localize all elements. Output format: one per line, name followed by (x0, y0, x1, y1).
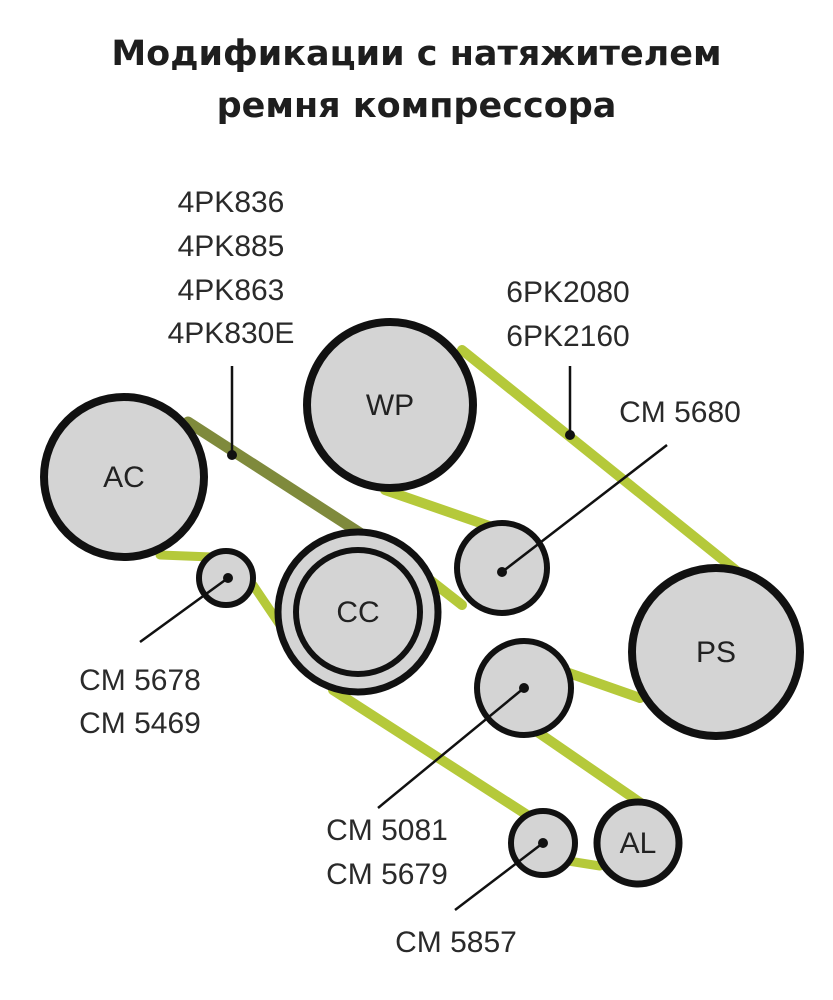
belt-label-4pk863: 4PK863 (178, 274, 285, 307)
pulley-cc-inner (293, 547, 423, 677)
label-cm5081: CM 5081 (326, 814, 448, 847)
leader-cm5678 (139, 576, 229, 644)
leaders (139, 366, 668, 911)
leader-cm5857-dot (538, 838, 548, 848)
pulley-label-al: AL (620, 827, 657, 860)
belt-labels-6pk: 6PK2080 6PK2160 (506, 276, 629, 353)
title-line-2: ремня компрессора (216, 86, 617, 126)
label-cm5857: CM 5857 (395, 926, 517, 959)
belt-6pk-idler-ps (561, 667, 645, 703)
leader-cm5081-dot (519, 683, 529, 693)
belt-4pk-ac-tensioner (155, 550, 217, 562)
pulley-label-wp: WP (366, 389, 414, 422)
diagram-title: Модификации с натяжителем ремня компресс… (0, 28, 833, 132)
pulley-label-cc: CC (336, 596, 379, 629)
leader-6pk-dot (565, 430, 575, 440)
belt-6pk-cc-lower (328, 685, 540, 825)
leader-cm5678-dot (223, 573, 233, 583)
pulley-al (593, 798, 683, 888)
label-cm5680: CM 5680 (619, 396, 741, 429)
pulley-label-ac: AC (103, 461, 145, 494)
pulley-ps (628, 564, 804, 740)
belt-label-6pk2160: 6PK2160 (506, 320, 629, 353)
label-cm5679: CM 5679 (326, 858, 448, 891)
pulley-label-ps: PS (696, 636, 736, 669)
belt-6pk-wp-ps (457, 345, 753, 585)
pulley-wp (303, 318, 477, 492)
leader-cm5081 (377, 687, 525, 809)
belt-label-4pk830e: 4PK830E (168, 317, 295, 350)
leader-cm5680 (501, 444, 668, 573)
belt-6pk-wp-tensioner (380, 485, 497, 532)
title-line-1: Модификации с натяжителем (111, 34, 722, 74)
leader-4pk-dot (227, 450, 237, 460)
pulley-ac (40, 393, 208, 561)
belt-label-6pk2080: 6PK2080 (506, 276, 629, 309)
label-cm5678: CM 5678 (79, 664, 201, 697)
belt-4pk-ac-cc (182, 416, 366, 539)
belt-label-4pk885: 4PK885 (178, 230, 285, 263)
belt-label-4pk836: 4PK836 (178, 186, 285, 219)
belt-labels-4pk: 4PK836 4PK885 4PK863 4PK830E (168, 186, 295, 350)
leader-cm5857 (454, 842, 544, 911)
pulleys (40, 318, 804, 888)
leader-cm5680-dot (497, 567, 507, 577)
label-cm5469: CM 5469 (79, 707, 201, 740)
